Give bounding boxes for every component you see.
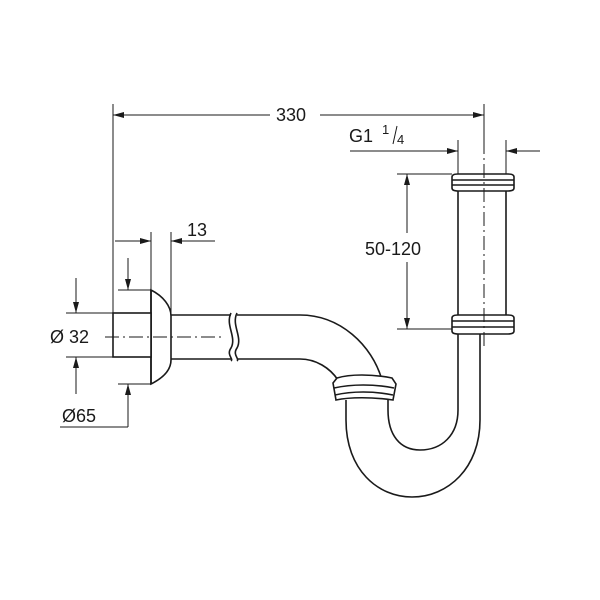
arrow-height-top bbox=[404, 174, 410, 185]
arrow-left-330 bbox=[113, 112, 124, 118]
dim-thread-denominator: 4 bbox=[397, 132, 404, 147]
horizontal-pipe-right bbox=[237, 314, 383, 381]
pipe-break-symbol bbox=[228, 312, 234, 362]
dim-height-range: 50-120 bbox=[365, 239, 421, 259]
dim-flange-thickness: 13 bbox=[187, 220, 207, 240]
wall-socket bbox=[112, 312, 152, 358]
dim-pipe-diameter: Ø 32 bbox=[50, 327, 89, 347]
arrow-13-right bbox=[171, 238, 182, 244]
arrow-height-bottom bbox=[404, 318, 410, 329]
lower-coupling-nut bbox=[451, 314, 515, 335]
arrow-13-left bbox=[140, 238, 151, 244]
arrow-32-top bbox=[73, 302, 79, 313]
dim-thread-numerator: 1 bbox=[382, 122, 389, 137]
upper-coupling-nut bbox=[451, 173, 515, 192]
arrow-65-top bbox=[125, 279, 131, 290]
arrow-thread-left bbox=[447, 148, 458, 154]
arrow-65-bottom bbox=[125, 384, 131, 395]
dimensions: 330 G1 1 4 50-120 13 Ø 32 bbox=[50, 104, 540, 428]
vertical-tailpiece bbox=[457, 190, 507, 315]
dim-overall-length: 330 bbox=[276, 105, 306, 125]
elbow-nut bbox=[332, 374, 397, 401]
dim-flange-diameter: Ø65 bbox=[62, 406, 96, 426]
siphon-body bbox=[105, 140, 515, 498]
arrow-right-330 bbox=[473, 112, 484, 118]
u-bend-trap bbox=[345, 332, 481, 498]
arrow-32-bottom bbox=[73, 357, 79, 368]
arrow-thread-right bbox=[506, 148, 517, 154]
dim-thread-prefix: G1 bbox=[349, 126, 373, 146]
horizontal-pipe-left bbox=[171, 314, 231, 360]
